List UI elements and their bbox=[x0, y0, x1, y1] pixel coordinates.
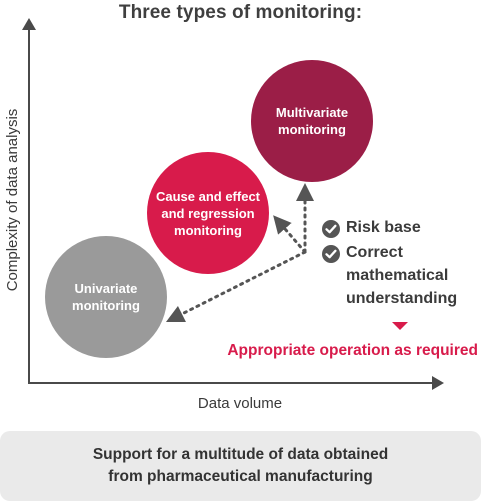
y-axis-line bbox=[28, 28, 30, 384]
x-axis-line bbox=[28, 382, 434, 384]
requirement-math-understanding: Correct mathematical understanding bbox=[322, 241, 472, 310]
requirement-label: Correct mathematical understanding bbox=[346, 244, 458, 307]
x-axis-label: Data volume bbox=[197, 395, 283, 412]
support-banner: Support for a multitude of data obtained… bbox=[0, 431, 481, 501]
result-statement: Appropriate operation as required bbox=[227, 342, 478, 359]
multivariate-monitoring-label: Multivariate monitoring bbox=[275, 105, 349, 137]
requirement-risk-base: Risk base bbox=[322, 216, 472, 239]
cause-effect-monitoring-label: Cause and effect and regression monitori… bbox=[155, 188, 261, 238]
diagram-title: Three types of monitoring: bbox=[118, 2, 363, 23]
multivariate-monitoring-circle: Multivariate monitoring bbox=[251, 60, 373, 182]
univariate-monitoring-circle: Univariate monitoring bbox=[45, 236, 167, 358]
checkmark-icon bbox=[322, 220, 340, 238]
y-axis-arrow-icon bbox=[22, 18, 36, 30]
dotted-arrow-to-cause-effect bbox=[273, 215, 307, 254]
x-axis-arrow-icon bbox=[432, 376, 444, 390]
requirements-list: Risk base Correct mathematical understan… bbox=[322, 216, 472, 312]
down-triangle-icon bbox=[392, 322, 408, 330]
dotted-arrow-to-univariate bbox=[165, 250, 307, 323]
cause-effect-monitoring-circle: Cause and effect and regression monitori… bbox=[147, 152, 269, 274]
checkmark-icon bbox=[322, 245, 340, 263]
requirement-label: Risk base bbox=[346, 219, 421, 236]
univariate-monitoring-label: Univariate monitoring bbox=[72, 281, 140, 313]
